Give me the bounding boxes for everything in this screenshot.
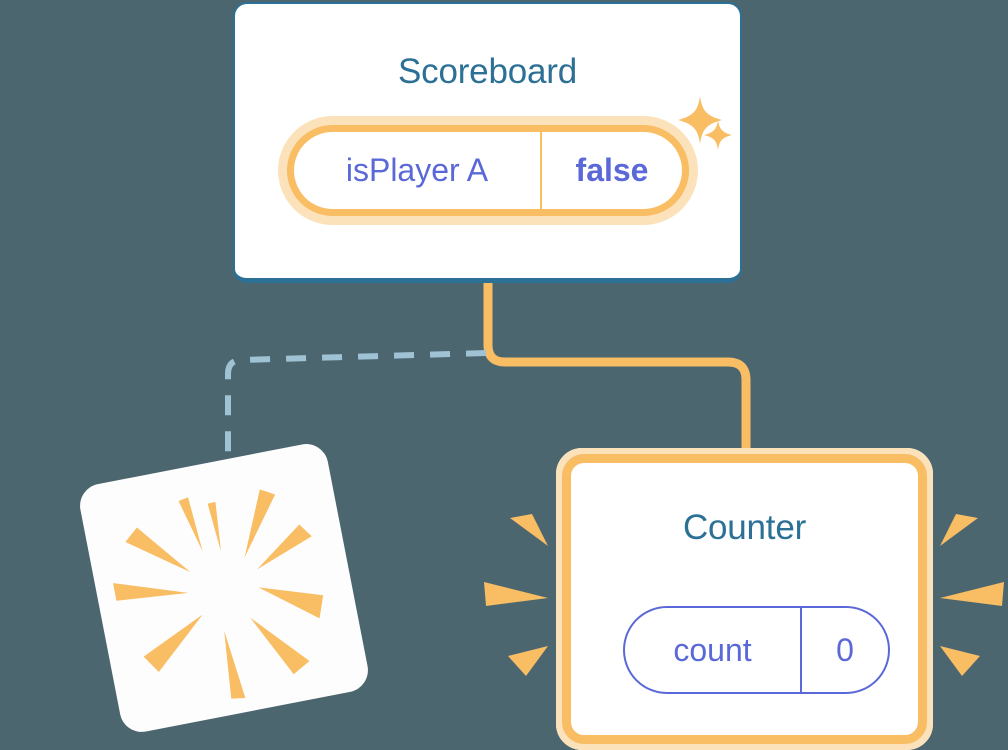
burst-ray bbox=[125, 527, 191, 573]
scoreboard-pill-inner[interactable]: isPlayer A false bbox=[287, 125, 689, 216]
counter-card-inner[interactable]: Counter count 0 bbox=[562, 454, 927, 744]
counter-title: Counter bbox=[682, 508, 807, 547]
counter-ray bbox=[510, 514, 548, 546]
counter-pill-value: 0 bbox=[836, 631, 854, 668]
scoreboard-title: Scoreboard bbox=[398, 52, 577, 91]
connector-solid-scoreboard-to-counter bbox=[483, 283, 751, 470]
counter-ray bbox=[484, 582, 548, 606]
burst-ray bbox=[207, 502, 222, 552]
flash-card bbox=[76, 440, 372, 736]
counter-card[interactable]: Counter count 0 bbox=[556, 448, 933, 750]
burst-ray bbox=[113, 583, 189, 601]
burst-ray bbox=[143, 614, 203, 672]
counter-ray bbox=[940, 514, 978, 546]
burst-ray bbox=[244, 489, 276, 558]
burst-ray bbox=[224, 630, 246, 699]
scoreboard-card[interactable]: Scoreboard isPlayer A false bbox=[233, 2, 742, 283]
counter-ray bbox=[940, 582, 1004, 606]
counter-pill[interactable]: count 0 bbox=[623, 606, 890, 694]
counter-rays-right bbox=[940, 500, 1008, 690]
counter-rays-left bbox=[474, 500, 548, 690]
sparkle-large-icon bbox=[678, 96, 722, 144]
burst-rays-flashcard bbox=[113, 489, 324, 699]
burst-ray bbox=[257, 524, 312, 570]
burst-ray bbox=[178, 497, 203, 552]
burst-ray bbox=[250, 617, 310, 675]
counter-pill-key: count bbox=[625, 608, 802, 692]
scoreboard-pill-key: isPlayer A bbox=[294, 132, 542, 209]
sparkle-small-icon bbox=[704, 120, 732, 150]
scoreboard-pill[interactable]: isPlayer A false bbox=[278, 116, 698, 225]
burst-ray bbox=[258, 587, 324, 619]
connector-dashed-scoreboard-to-flashcard bbox=[225, 350, 487, 470]
scoreboard-pill-value: false bbox=[575, 152, 649, 188]
counter-ray bbox=[940, 646, 980, 676]
counter-ray bbox=[508, 646, 548, 676]
